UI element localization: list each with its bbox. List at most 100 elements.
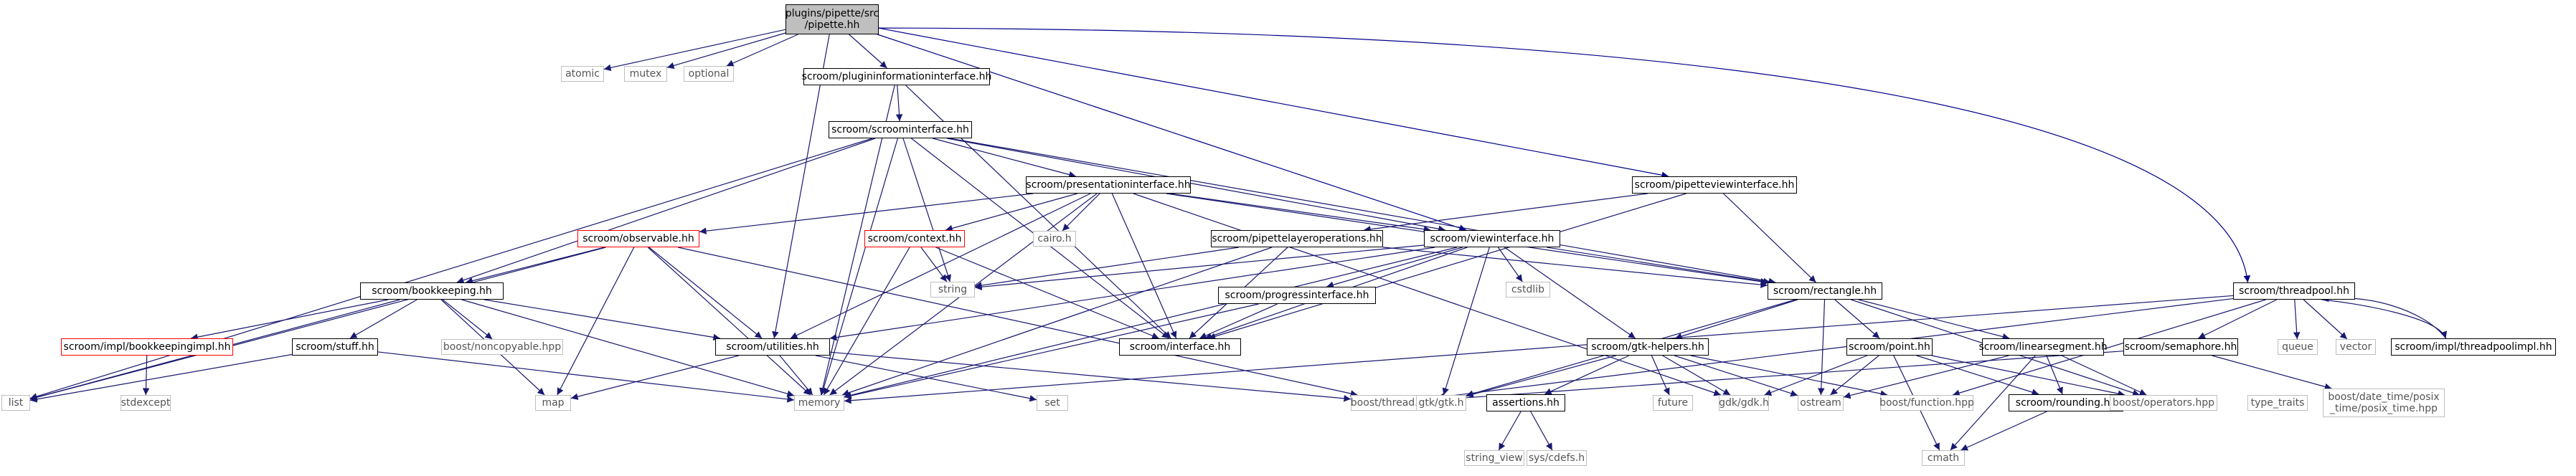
node-interface[interactable]: scroom/interface.hh [1119, 338, 1241, 356]
node-memory: memory [794, 395, 844, 411]
node-bookimpl[interactable]: scroom/impl/bookkeepingimpl.hh [61, 338, 233, 356]
edge-scroomiface-to-viewiface [947, 138, 1445, 232]
node-list: list [1, 395, 30, 411]
edge-scroomiface-to-memory [820, 138, 899, 396]
node-stringview: string_view [1464, 450, 1524, 466]
edge-gtkhelpers-to-gtk [1466, 355, 1616, 398]
node-rounding[interactable]: scroom/rounding.hh [2009, 394, 2123, 411]
edge-threadpool-to-tpimpl [2321, 299, 2448, 339]
edge-scroomiface-to-presentation [933, 138, 1076, 178]
node-threadpool[interactable]: scroom/threadpool.hh [2233, 282, 2355, 300]
node-boostthread: boost/thread.hpp [1351, 395, 1437, 411]
node-utilities[interactable]: scroom/utilities.hh [715, 338, 830, 356]
edge-plugininfo-to-interface [905, 85, 1171, 339]
node-cdefs: sys/cdefs.h [1527, 450, 1587, 466]
edge-semaphore-to-posixtime [2212, 355, 2332, 391]
edge-bookkeeping-to-utilities [483, 299, 721, 341]
edge-rectangle-to-gtkhelpers [1674, 299, 1798, 340]
node-gtk: gtk/gtk.h [1416, 395, 1466, 411]
node-cmath: cmath [1922, 450, 1965, 466]
node-typetraits: type_traits [2247, 395, 2308, 411]
node-boostfunc: boost/function.hpp [1879, 395, 1974, 411]
node-assertions[interactable]: assertions.hh [1486, 394, 1565, 411]
edge-gtkhelpers-to-future [1651, 355, 1670, 396]
node-semaphore[interactable]: scroom/semaphore.hh [2123, 338, 2238, 356]
node-root[interactable]: plugins/pipette/src /pipette.hh [785, 4, 879, 34]
edge-scroomiface-to-rectangle [949, 138, 1776, 285]
edge-assertions-to-stringview [1498, 411, 1521, 451]
edge-threadpool-to-queue [2293, 299, 2301, 340]
node-presentation[interactable]: scroom/presentationinterface.hh [1026, 176, 1191, 194]
edge-observable-to-utilities [648, 247, 763, 339]
edge-stuff-to-list [29, 353, 293, 403]
edge-presentation-to-context [945, 193, 1077, 232]
node-atomic: atomic [561, 66, 604, 82]
edge-pipetteview-to-rectangle [1723, 193, 1816, 283]
edge-presentation-to-gdk [1133, 193, 1722, 396]
edge-context-to-interface [935, 247, 1159, 339]
edge-scroomiface-to-list [29, 138, 873, 400]
edge-rounding-to-cmath [1961, 411, 2047, 451]
edge-viewiface-to-rectangle [1547, 247, 1770, 285]
edge-pipetteview-to-pipettelayer [1364, 193, 1648, 233]
edge-progress-to-interface [1199, 303, 1278, 339]
node-gtkhelpers[interactable]: scroom/gtk-helpers.hh [1587, 338, 1709, 356]
edge-threadpool-to-memory [844, 295, 2234, 404]
node-context[interactable]: scroom/context.hh [864, 230, 965, 247]
node-plugininfo[interactable]: scroom/plugininformationinterface.hh [802, 68, 991, 85]
edge-gtkhelpers-to-gdk [1662, 355, 1731, 396]
edge-viewiface-to-memory [844, 247, 1457, 399]
edge-observable-to-bookkeeping [466, 247, 605, 285]
node-map: map [535, 395, 571, 411]
edge-utilities-to-memory [779, 355, 813, 396]
node-observable[interactable]: scroom/observable.hh [577, 230, 699, 247]
node-linearseg[interactable]: scroom/linearsegment.hh [1978, 338, 2108, 356]
edge-rectangle-to-point [1834, 299, 1880, 339]
edge-semaphore-to-boostthread [1436, 351, 2124, 403]
edge-observable-to-memory [647, 247, 811, 396]
node-ostream: ostream [1798, 395, 1844, 411]
node-pipettelayer[interactable]: scroom/pipettelayeroperations.hh [1211, 230, 1383, 247]
node-pipetteview[interactable]: scroom/pipetteviewinterface.hh [1632, 176, 1797, 194]
edge-context-to-memory [823, 247, 910, 396]
edge-rectangle-to-linearseg [1858, 299, 2010, 341]
edge-viewiface-to-string [974, 244, 1425, 290]
edge-root-to-pipetteview [878, 27, 1669, 178]
node-progress[interactable]: scroom/progressinterface.hh [1218, 287, 1376, 304]
edge-linearseg-to-rounding [2046, 355, 2063, 395]
node-point[interactable]: scroom/point.hh [1846, 338, 1933, 356]
edge-stuff-to-memory [377, 351, 795, 403]
node-bookkeeping[interactable]: scroom/bookkeeping.hh [360, 282, 504, 300]
edge-pipetteview-to-interface [1208, 193, 1686, 340]
edge-gtkhelpers-to-boostfunc [1690, 355, 1888, 397]
edge-context-to-string [920, 247, 948, 282]
node-stuff[interactable]: scroom/stuff.hh [292, 338, 378, 356]
edge-root-to-atomic [603, 29, 786, 72]
edge-scroomiface-to-bookkeeping [456, 138, 876, 284]
node-scroomiface[interactable]: scroom/scroominterface.hh [829, 121, 972, 138]
edge-presentation-to-cairo [1062, 193, 1100, 232]
node-noncopy: boost/noncopyable.hpp [441, 339, 563, 355]
node-tpimpl[interactable]: scroom/impl/threadpoolimpl.hh [2391, 338, 2556, 356]
edge-rectangle-to-ostream [1817, 299, 1826, 396]
edge-presentation-to-viewiface [1169, 193, 1431, 233]
edge-bookkeeping-to-stuff [349, 299, 417, 339]
node-rectangle[interactable]: scroom/rectangle.hh [1768, 282, 1882, 300]
edge-point-to-rounding [1916, 355, 2039, 396]
edge-assertions-to-cdefs [1530, 411, 1553, 451]
edge-root-to-viewiface [877, 34, 1467, 232]
edge-gtkhelpers-to-assertions [1544, 355, 1630, 395]
node-boostops: boost/operators.hpp [2110, 395, 2217, 411]
edge-threadpool-to-boostfunc [1952, 299, 2266, 396]
node-posixtime: boost/date_time/posix _time/posix_time.h… [2323, 389, 2445, 417]
edge-point-to-ostream [1830, 355, 1879, 396]
node-gdk: gdk/gdk.h [1719, 395, 1769, 411]
node-viewiface[interactable]: scroom/viewinterface.hh [1424, 230, 1560, 247]
node-cstdlib: cstdlib [1506, 282, 1550, 298]
edge-observable-to-list [29, 247, 606, 401]
edge-bookkeeping-to-noncopy [442, 299, 493, 340]
edge-bookkeeping-to-memory [461, 299, 795, 397]
edge-viewiface-to-progress [1326, 247, 1463, 288]
edge-viewiface-to-gtkhelpers [1504, 247, 1636, 339]
